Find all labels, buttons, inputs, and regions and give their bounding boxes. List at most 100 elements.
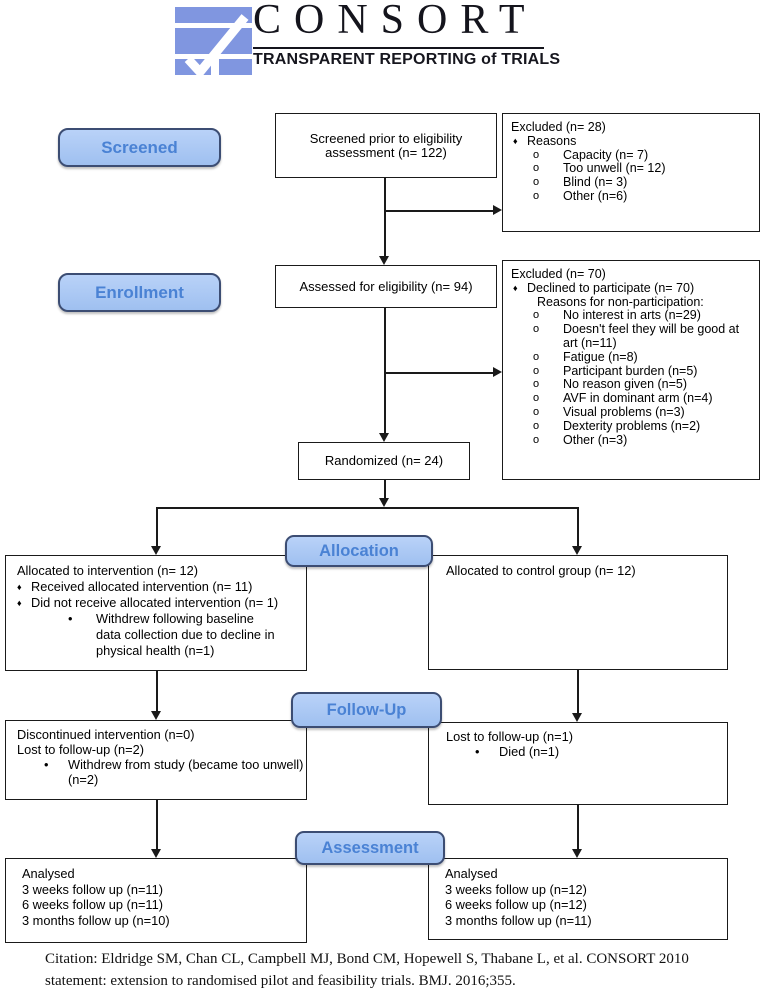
assessed-box-text: Assessed for eligibility (n= 94) — [299, 278, 473, 294]
followup-intervention-line: Discontinued intervention (n=0) — [17, 727, 195, 742]
stage-label-followup: Follow-Up — [291, 692, 442, 728]
excluded1-reason-header: Reasons — [527, 133, 577, 148]
arrowhead-down-icon — [379, 498, 389, 507]
excluded2-item: Participant burden (n=5) — [563, 363, 698, 378]
stage-label-enrollment: Enrollment — [58, 273, 221, 312]
followup-intervention-line: Lost to follow-up (n=2) — [17, 742, 144, 757]
assessment-intervention-line: Analysed — [22, 866, 75, 881]
circle-bullet-icon: o — [533, 309, 540, 322]
followup-control-line: Lost to follow-up (n=1) — [446, 729, 573, 744]
assessment-intervention-line: 3 weeks follow up (n=11) — [22, 881, 163, 897]
circle-bullet-icon: o — [533, 364, 540, 377]
arrowhead-right-icon — [493, 367, 502, 377]
dot-bullet-icon: • — [475, 744, 480, 759]
logo-title: CONSORT — [253, 0, 538, 43]
citation-line-2: statement: extension to randomised pilot… — [45, 973, 516, 989]
assessment-control-line: Analysed — [445, 866, 498, 881]
connector-followup-to-assessment-right — [577, 805, 579, 849]
connector-screened-to-assessed — [384, 178, 386, 257]
followup-control-box: Lost to follow-up (n=1) • Died (n=1) — [428, 722, 728, 805]
excluded2-item: No reason given (n=5) — [563, 377, 688, 392]
excluded2-item: Fatigue (n=8) — [563, 349, 638, 364]
connector-randomized-to-split — [384, 480, 386, 499]
connector-alloc-to-followup-right — [577, 670, 579, 713]
logo-divider — [253, 47, 544, 49]
arrowhead-down-icon — [151, 546, 161, 555]
allocation-intervention-subitem: Withdrew following baseline data collect… — [96, 611, 275, 658]
excluded2-item: Visual problems (n=3) — [563, 404, 685, 419]
assessment-intervention-line: 6 weeks follow up (n=11) — [22, 897, 163, 912]
logo-subtitle: TRANSPARENT REPORTING of TRIALS — [253, 51, 561, 68]
circle-bullet-icon: o — [533, 176, 540, 189]
dot-bullet-icon: • — [68, 611, 73, 626]
followup-intervention-box: Discontinued intervention (n=0) Lost to … — [5, 720, 307, 800]
assessment-intervention-box: Analysed 3 weeks follow up (n=11) 6 week… — [5, 858, 307, 943]
excluded1-item: Other (n=6) — [563, 188, 628, 203]
connector-to-excluded2 — [385, 372, 493, 374]
excluded-box-2: Excluded (n= 70) ♦ Declined to participa… — [502, 260, 760, 480]
connector-split-to-intervention — [156, 508, 158, 546]
assessment-control-line: 6 weeks follow up (n=12) — [445, 897, 587, 912]
excluded2-item: AVF in dominant arm (n=4) — [563, 391, 713, 406]
followup-intervention-subitem: Withdrew from study (became too unwell) … — [68, 757, 304, 787]
allocation-control-title: Allocated to control group (n= 12) — [446, 563, 636, 578]
arrowhead-down-icon — [151, 711, 161, 720]
citation: Citation: Eldridge SM, Chan CL, Campbell… — [45, 948, 725, 991]
stage-label-assessment: Assessment — [295, 831, 445, 865]
excluded2-title: Excluded (n= 70) — [511, 267, 606, 281]
diamond-bullet-icon: ♦ — [17, 598, 22, 608]
connector-alloc-to-followup-left — [156, 671, 158, 711]
randomized-box-text: Randomized (n= 24) — [324, 453, 444, 468]
circle-bullet-icon: o — [533, 323, 540, 336]
excluded1-title: Excluded (n= 28) — [511, 120, 606, 134]
arrowhead-down-icon — [379, 256, 389, 265]
circle-bullet-icon: o — [533, 378, 540, 391]
excluded2-item: No interest in arts (n=29) — [563, 308, 701, 323]
assessment-control-line: 3 months follow up (n=11) — [445, 912, 592, 928]
excluded2-reason-header: Declined to participate (n= 70) — [527, 280, 695, 295]
circle-bullet-icon: o — [533, 148, 540, 161]
arrowhead-down-icon — [572, 713, 582, 722]
allocation-intervention-box: Allocated to intervention (n= 12) ♦ Recei… — [5, 555, 307, 671]
allocation-intervention-title: Allocated to intervention (n= 12) — [17, 563, 199, 578]
arrowhead-right-icon — [493, 205, 502, 215]
connector-split-to-control — [577, 508, 579, 546]
diamond-bullet-icon: ♦ — [17, 582, 22, 592]
connector-assessed-to-randomized — [384, 308, 386, 433]
dot-bullet-icon: • — [44, 757, 49, 772]
connector-followup-to-assessment-left — [156, 800, 158, 849]
excluded2-item: Dexterity problems (n=2) — [563, 418, 701, 433]
diamond-bullet-icon: ♦ — [513, 282, 518, 293]
arrowhead-down-icon — [379, 433, 389, 442]
excluded2-item: Doesn't feel they will be good at art (n… — [563, 322, 740, 350]
connector-to-excluded1 — [385, 210, 493, 212]
assessment-control-box: Analysed 3 weeks follow up (n=12) 6 week… — [428, 858, 728, 940]
allocation-control-box: Allocated to control group (n= 12) — [428, 555, 728, 670]
allocation-intervention-item: Did not receive allocated intervention (… — [31, 595, 279, 610]
assessment-intervention-line: 3 months follow up (n=10) — [22, 912, 170, 928]
allocation-intervention-item: Received allocated intervention (n= 11) — [31, 579, 253, 594]
circle-bullet-icon: o — [533, 350, 540, 363]
assessed-box: Assessed for eligibility (n= 94) — [275, 265, 497, 308]
excluded-box-1: Excluded (n= 28) ♦ Reasons o Capacity (n=… — [502, 113, 760, 232]
split-line — [156, 507, 579, 509]
excluded1-item: Too unwell (n= 12) — [563, 161, 666, 176]
screened-box: Screened prior to eligibility assessment… — [275, 113, 497, 178]
excluded1-item: Blind (n= 3) — [563, 175, 628, 190]
diamond-bullet-icon: ♦ — [513, 135, 518, 146]
arrowhead-down-icon — [572, 546, 582, 555]
screened-box-text: Screened prior to eligibility assessment… — [309, 130, 463, 160]
followup-control-subitem: Died (n=1) — [499, 744, 560, 759]
excluded1-item: Capacity (n= 7) — [563, 147, 649, 162]
circle-bullet-icon: o — [533, 189, 540, 202]
arrowhead-down-icon — [151, 849, 161, 858]
stage-label-screened: Screened — [58, 128, 221, 167]
citation-line-1: Citation: Eldridge SM, Chan CL, Campbell… — [45, 951, 689, 967]
circle-bullet-icon: o — [533, 162, 540, 175]
consort-logo-icon — [175, 7, 252, 75]
circle-bullet-icon: o — [533, 405, 540, 418]
assessment-control-line: 3 weeks follow up (n=12) — [445, 881, 587, 897]
stage-label-allocation: Allocation — [285, 535, 433, 567]
circle-bullet-icon: o — [533, 392, 540, 405]
